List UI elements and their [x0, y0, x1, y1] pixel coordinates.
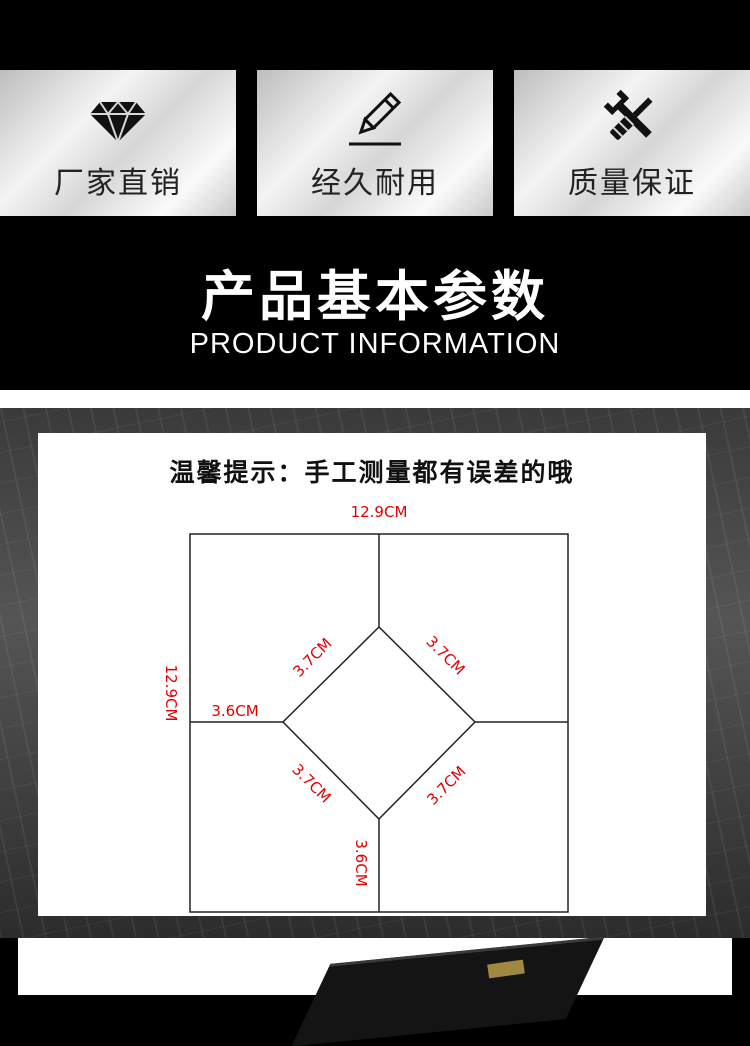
header-section: 厂家直销 经久耐用 质量保证 产 — [0, 0, 750, 390]
divider — [0, 390, 750, 408]
label-edge-top-right: 3.7CM — [422, 632, 468, 678]
next-section-preview — [0, 936, 750, 1046]
section-title: 产品基本参数 — [201, 265, 549, 328]
dimension-diagram: 12.9CM 12.9CM 3.6CM 3.6CM 3.7CM 3.7CM 3.… — [162, 503, 569, 913]
badge-label: 经久耐用 — [311, 166, 439, 201]
product-photo-panel — [18, 936, 732, 1046]
label-left-arm: 3.6CM — [211, 702, 258, 720]
label-side-height: 12.9CM — [162, 665, 180, 722]
badge-durable: 经久耐用 — [257, 70, 493, 216]
dimension-card: 温馨提示：手工测量都有误差的哦 12.9CM 12.9CM 3.6CM 3.6C… — [38, 433, 706, 916]
pencil-icon — [349, 91, 402, 146]
badge-quality: 质量保证 — [514, 70, 750, 216]
inner-diamond — [281, 625, 477, 821]
wrench-screwdriver-icon — [603, 89, 653, 140]
diamond-icon — [90, 100, 146, 145]
badge-direct-sale: 厂家直销 — [0, 70, 236, 216]
badge-label: 厂家直销 — [54, 166, 182, 201]
label-edge-bottom-right: 3.7CM — [423, 762, 469, 808]
label-bottom-arm: 3.6CM — [352, 839, 370, 886]
badge-label: 质量保证 — [568, 166, 696, 201]
section-subtitle: PRODUCT INFORMATION — [189, 328, 561, 360]
measurement-tip: 温馨提示：手工测量都有误差的哦 — [169, 458, 575, 487]
label-edge-top-left: 3.7CM — [289, 634, 335, 680]
label-top-width: 12.9CM — [351, 503, 408, 521]
product-image — [291, 936, 605, 1046]
